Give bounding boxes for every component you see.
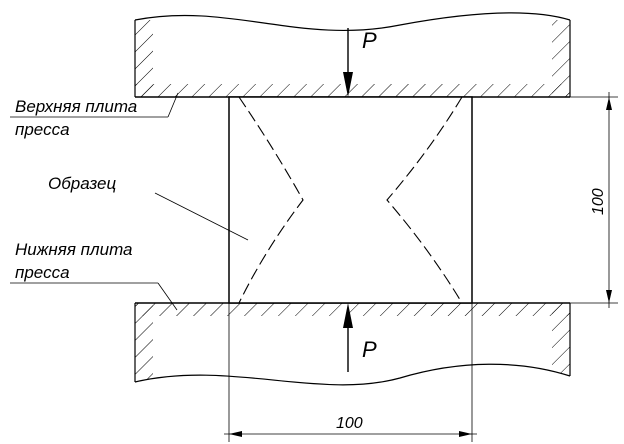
height-dimension-value: 100 (590, 188, 607, 215)
lower-plate-label-line2: пресса (15, 263, 70, 282)
specimen-label: Образец (48, 174, 116, 193)
top-force-label: P (362, 28, 377, 53)
upper-plate-label-line2: пресса (15, 120, 70, 139)
top-force-arrow (343, 28, 353, 97)
lower-press-plate (134, 302, 571, 386)
height-dimension (472, 92, 618, 308)
bottom-force-arrow (343, 303, 353, 372)
width-dimension-value: 100 (336, 415, 363, 432)
bottom-force-label: P (362, 337, 377, 362)
upper-press-plate (134, 12, 571, 98)
leader-lines (10, 92, 249, 311)
lower-plate-label-line1: Нижняя плита (15, 240, 133, 259)
width-dimension (224, 303, 477, 442)
specimen-cube (228, 96, 473, 304)
upper-plate-label-line1: Верхняя плита (15, 97, 137, 116)
